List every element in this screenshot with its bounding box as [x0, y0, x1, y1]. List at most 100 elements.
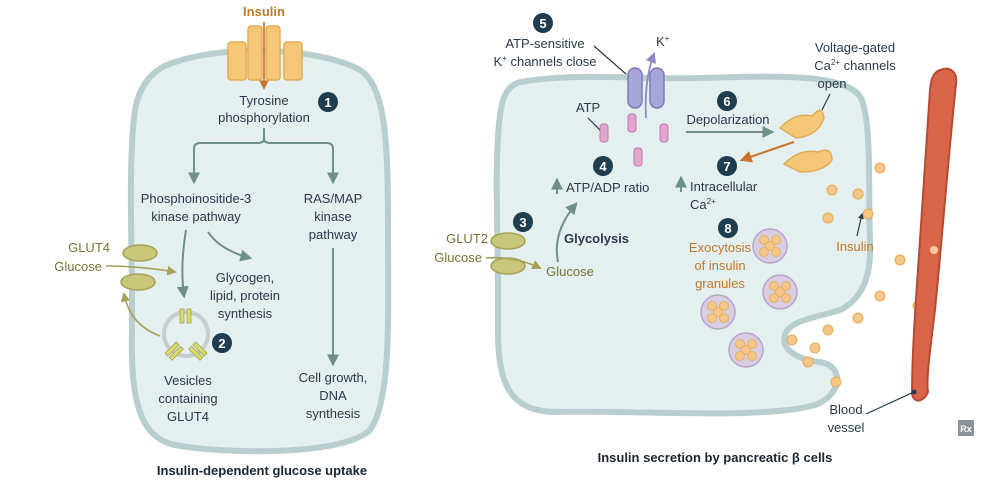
left-caption: Insulin-dependent glucose uptake	[157, 463, 367, 478]
insulin-granule	[700, 294, 736, 330]
glut4-transporter-bottom	[120, 273, 156, 291]
atp-pointer	[587, 117, 601, 131]
glycolysis-arrow	[555, 202, 578, 263]
insulin-receptor	[227, 25, 303, 81]
svg-text:4: 4	[599, 159, 607, 174]
glycogen-label-2: lipid, protein	[210, 288, 280, 303]
intracellular-label-1: Intracellular	[690, 179, 758, 194]
blood-vessel-pointer-dot	[911, 389, 917, 395]
rx-logo: Rx	[958, 420, 974, 436]
ca-channel-label-3: open	[818, 76, 847, 91]
growth-label-2: DNA	[319, 388, 347, 403]
ca-influx-arrow	[739, 141, 795, 163]
ca-channel-label-2: Ca2+ channels	[814, 58, 896, 73]
svg-text:2: 2	[218, 336, 225, 351]
depolarization-label: Depolarization	[686, 112, 769, 127]
insulin-granules	[700, 228, 798, 368]
insulin-top-label: Insulin	[243, 4, 285, 19]
insulin-molecule	[802, 356, 814, 368]
glut4-vesicle	[162, 308, 210, 361]
atp-molecule-4	[633, 147, 643, 167]
glut4-recycle-arrow	[120, 292, 161, 337]
blood-vessel-pointer	[865, 391, 915, 415]
ras-label-3: pathway	[309, 227, 358, 242]
atp-adp-label: ATP/ADP ratio	[566, 180, 649, 195]
pi3k-label-2: kinase pathway	[151, 209, 241, 224]
insulin-molecule	[852, 188, 864, 200]
blood-vessel-label-1: Blood	[829, 402, 862, 417]
badge-4: 4	[593, 156, 613, 176]
svg-text:7: 7	[723, 159, 730, 174]
svg-text:6: 6	[723, 94, 730, 109]
atp-molecule-1	[599, 123, 609, 143]
atp-molecule-3	[659, 123, 669, 143]
arrow-to-glycogen	[207, 231, 253, 262]
right-cell-membrane	[493, 73, 874, 417]
insulin-molecule	[862, 208, 874, 220]
atp-molecule-2	[627, 113, 637, 133]
insulin-molecule	[822, 212, 834, 224]
glucose-entry-arrow	[485, 256, 542, 270]
svg-text:3: 3	[519, 215, 526, 230]
vessel-insulin-dot	[930, 246, 938, 254]
badge-7: 7	[717, 156, 737, 176]
k-efflux-arrow	[644, 51, 656, 119]
insulin-molecule	[822, 324, 834, 336]
glycolysis-label: Glycolysis	[564, 231, 629, 246]
badge-3: 3	[513, 212, 533, 232]
glut2-transporter-top	[490, 232, 526, 250]
badge-5: 5	[533, 13, 553, 33]
badge-2: 2	[212, 333, 232, 353]
insulin-molecule	[830, 376, 842, 388]
ras-label-1: RAS/MAP	[304, 191, 363, 206]
svg-text:Rx: Rx	[960, 424, 972, 434]
badge-8: 8	[718, 218, 738, 238]
insulin-molecule	[786, 334, 798, 346]
glucose-inner-label: Glucose	[546, 264, 594, 279]
blood-vessel	[910, 67, 958, 402]
split-bracket	[193, 128, 334, 176]
vesicles-label-3: GLUT4	[167, 409, 209, 424]
insulin-granule	[752, 228, 788, 264]
growth-label-1: Cell growth,	[299, 370, 368, 385]
insulin-secreted-label: Insulin	[836, 239, 874, 254]
pi3k-label-1: Phosphoinositide-3	[141, 191, 252, 206]
ca-channel-pointer	[821, 93, 831, 111]
badge-6: 6	[717, 91, 737, 111]
exocytosis-label-1: Exocytosis	[689, 240, 752, 255]
exocytosis-label-2: of insulin	[694, 258, 745, 273]
insulin-molecule	[852, 312, 864, 324]
glucose-left-arrow	[105, 265, 177, 276]
svg-text:8: 8	[724, 221, 731, 236]
insulin-molecule	[826, 184, 838, 196]
badge-1: 1	[318, 92, 338, 112]
insulin-molecule	[874, 162, 886, 174]
atp-sensitive-label-2: K+ channels close	[494, 54, 597, 69]
intracellular-label-2: Ca2+	[690, 197, 716, 212]
glycogen-label-1: Glycogen,	[216, 270, 275, 285]
blood-vessel-label-2: vessel	[828, 420, 865, 435]
insulin-molecule	[809, 342, 821, 354]
growth-label-3: synthesis	[306, 406, 361, 421]
insulin-molecule	[894, 254, 906, 266]
insulin-granule	[728, 332, 764, 368]
svg-text:1: 1	[324, 95, 331, 110]
insulin-molecule	[874, 290, 886, 302]
vesicles-label-2: containing	[158, 391, 217, 406]
k-ion-label: K+	[656, 34, 670, 49]
glut4-label: GLUT4	[68, 240, 110, 255]
vesicles-label-1: Vesicles	[164, 373, 212, 388]
ca-channel-label-1: Voltage-gated	[815, 40, 895, 55]
atp-label: ATP	[576, 100, 600, 115]
tyrosine-label-2: phosphorylation	[218, 110, 310, 125]
arrow-to-vesicle	[176, 229, 189, 299]
katp-channel	[627, 67, 665, 109]
svg-text:5: 5	[539, 16, 546, 31]
tyrosine-label-1: Tyrosine	[239, 93, 288, 108]
insulin-pointer	[856, 212, 864, 237]
glucose-left-label: Glucose	[54, 259, 102, 274]
insulin-granule	[762, 274, 798, 310]
ca-channel	[778, 109, 833, 173]
